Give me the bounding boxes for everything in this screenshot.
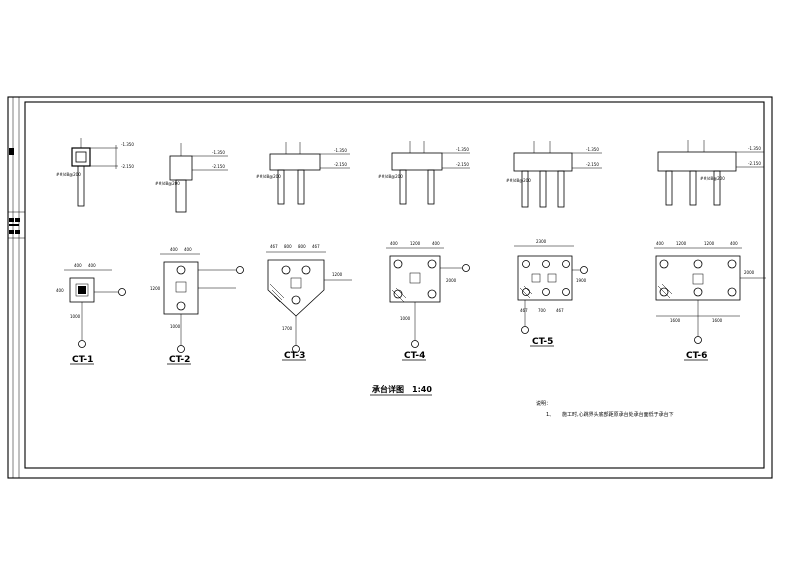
svg-text:##/d8@200: ##/d8@200 — [506, 178, 531, 183]
svg-text:467: 467 — [520, 308, 528, 313]
svg-text:467: 467 — [556, 308, 564, 313]
ct4-elev-bottom: -2.150 — [456, 162, 469, 167]
section-ct4: -1.350 -2.150 ##/d8@200 — [378, 141, 470, 205]
detail-labels: CT-1 CT-2 CT-3 CT-4 CT-5 CT-6 — [70, 337, 708, 365]
notes-block: 说明： 1、 施工时,心跳界头底部距原承台处承台面低于承台下 — [536, 400, 674, 418]
label-ct2: CT-2 — [169, 355, 190, 365]
ct5-elev-top: -1.350 — [586, 147, 599, 152]
svg-text:700: 700 — [538, 308, 546, 313]
plan-ct1: 400 400 400 1000 — [56, 263, 126, 348]
svg-text:400: 400 — [390, 241, 398, 246]
plan-ct4: 400 1200 400 2000 1000 — [386, 241, 470, 348]
svg-text:400: 400 — [56, 288, 64, 293]
ct5-rebar-hatch — [519, 285, 533, 299]
sheet-title-group: 承台详图 1:40 — [370, 384, 432, 396]
ct4-rebar-hatch — [391, 287, 407, 303]
svg-text:1000: 1000 — [170, 324, 181, 329]
svg-text:400: 400 — [74, 263, 82, 268]
sheet-scale: 1:40 — [412, 385, 432, 394]
svg-text:400: 400 — [170, 247, 178, 252]
section-ct2: -1.350 -2.150 ##/d8@200 — [155, 143, 228, 213]
ct4-elev-top: -1.350 — [456, 147, 469, 152]
ct3-rebar-hatch — [269, 283, 285, 303]
section-ct5: -1.350 -2.150 ##/d8@200 — [506, 141, 602, 208]
ct2-elev-bottom: -2.150 — [212, 164, 225, 169]
plan-ct5: 2300 467 700 467 1900 — [514, 239, 588, 334]
svg-text:1200: 1200 — [704, 241, 715, 246]
svg-text:1900: 1900 — [576, 278, 587, 283]
notes-heading: 说明： — [536, 400, 551, 407]
section-ct1: -1.350 -2.150 ##/d8@200 — [56, 138, 134, 207]
svg-text:400: 400 — [88, 263, 96, 268]
svg-text:1700: 1700 — [282, 326, 293, 331]
label-ct4: CT-4 — [404, 351, 425, 361]
svg-text:##/d8@200: ##/d8@200 — [56, 172, 81, 177]
svg-text:467: 467 — [270, 244, 278, 249]
ct2-elev-top: -1.350 — [212, 150, 225, 155]
section-ct3: -1.350 -2.150 ##/d8@200 — [256, 142, 350, 205]
label-ct6: CT-6 — [686, 351, 707, 361]
plan-ct2: 400 400 1200 1000 — [150, 247, 244, 353]
svg-text:2000: 2000 — [446, 278, 457, 283]
svg-text:467: 467 — [312, 244, 320, 249]
svg-text:##/d8@200: ##/d8@200 — [155, 181, 180, 186]
svg-text:400: 400 — [730, 241, 738, 246]
svg-text:400: 400 — [432, 241, 440, 246]
note-1-number: 1、 — [546, 412, 554, 418]
ct6-elev-top: -1.350 — [748, 146, 761, 151]
svg-text:##/d8@200: ##/d8@200 — [378, 174, 403, 179]
ct5-elev-bottom: -2.150 — [586, 162, 599, 167]
plan-ct3: 467 800 800 467 1200 1700 — [266, 244, 352, 353]
svg-text:1200: 1200 — [676, 241, 687, 246]
svg-text:2000: 2000 — [744, 270, 755, 275]
sheet-title: 承台详图 — [372, 384, 404, 394]
ct1-elev-bottom: -2.150 — [121, 164, 134, 169]
ct6-elev-bottom: -2.150 — [748, 161, 761, 166]
label-ct5: CT-5 — [532, 337, 553, 347]
ct6-rebar-hatch — [657, 283, 673, 299]
svg-text:1000: 1000 — [70, 314, 81, 319]
svg-text:400: 400 — [656, 241, 664, 246]
section-ct6: -1.350 -2.150 ##/d8@200 — [657, 140, 764, 206]
svg-text:1600: 1600 — [670, 318, 681, 323]
svg-text:1200: 1200 — [150, 286, 161, 291]
svg-text:800: 800 — [298, 244, 306, 249]
svg-text:800: 800 — [284, 244, 292, 249]
svg-text:1600: 1600 — [712, 318, 723, 323]
plan-ct6: 400 1200 1200 400 2000 1600 1600 — [654, 241, 766, 344]
ct1-elev-top: -1.350 — [121, 142, 134, 147]
note-1-text: 施工时,心跳界头底部距原承台处承台面低于承台下 — [562, 411, 674, 418]
svg-text:1000: 1000 — [400, 316, 411, 321]
svg-text:400: 400 — [184, 247, 192, 252]
svg-text:1200: 1200 — [332, 272, 343, 277]
svg-text:1200: 1200 — [410, 241, 421, 246]
svg-text:2300: 2300 — [536, 239, 547, 244]
svg-text:##/d8@200: ##/d8@200 — [700, 176, 725, 181]
svg-text:##/d8@200: ##/d8@200 — [256, 174, 281, 179]
title-block-strip — [8, 148, 25, 239]
ct3-elev-top: -1.350 — [334, 148, 347, 153]
label-ct1: CT-1 — [72, 355, 93, 365]
sheet-frame — [7, 96, 773, 479]
label-ct3: CT-3 — [284, 351, 305, 361]
ct3-elev-bottom: -2.150 — [334, 162, 347, 167]
